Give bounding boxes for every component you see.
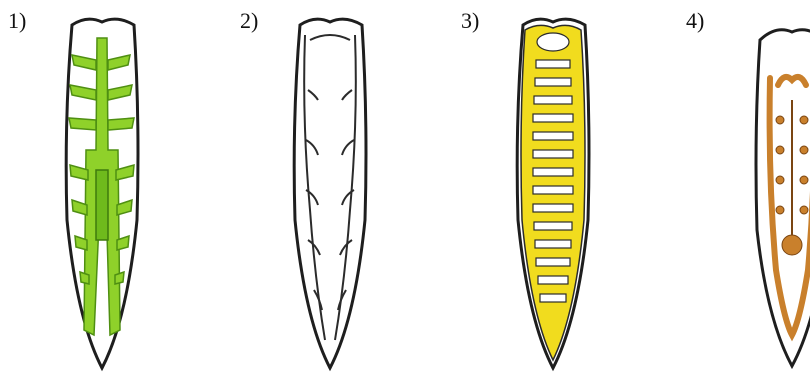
flatworm-digestive-diagram	[42, 0, 162, 378]
flatworm-excretory-diagram	[270, 0, 390, 378]
figure-4: 4)	[680, 0, 810, 378]
figure-label: 1)	[8, 10, 26, 32]
figure-label: 4)	[686, 10, 704, 32]
figure-3: 3)	[455, 0, 655, 378]
figure-label: 3)	[461, 10, 479, 32]
figure-2: 2)	[230, 0, 430, 378]
flatworm-reproductive-diagram	[732, 0, 810, 378]
figure-1: 1)	[0, 0, 200, 378]
figure-label: 2)	[240, 10, 258, 32]
flatworm-nervous-diagram	[493, 0, 613, 378]
